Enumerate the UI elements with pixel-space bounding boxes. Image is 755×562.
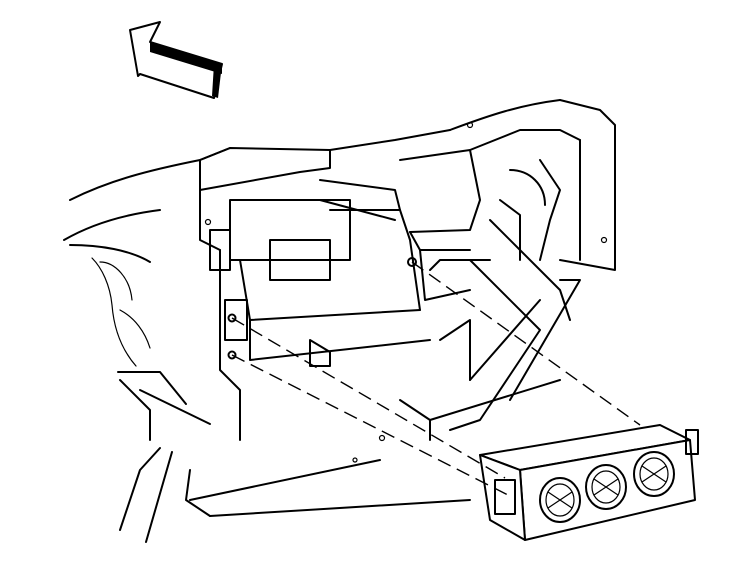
center-mounting-bracket <box>199 129 491 441</box>
control-knob-left <box>539 477 581 523</box>
instrument-panel-right-structure <box>429 99 616 431</box>
mounting-holes <box>204 121 608 463</box>
control-knob-center <box>585 464 627 510</box>
hvac-control-module <box>479 424 699 541</box>
forward-direction-arrow-icon <box>129 21 223 99</box>
instrument-panel-left-structure <box>63 147 471 543</box>
control-knob-right <box>633 451 675 497</box>
alignment-guide-lines <box>231 261 641 497</box>
